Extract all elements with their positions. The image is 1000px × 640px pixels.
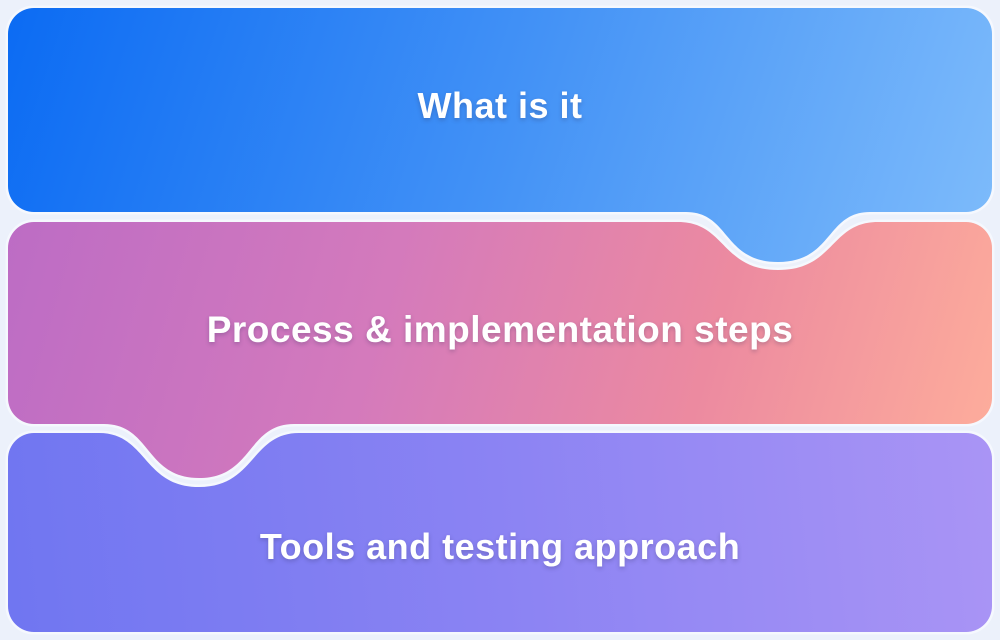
banner-label-tools-testing-approach: Tools and testing approach [259, 526, 741, 567]
banner-label-process-implementation-steps: Process & implementation steps [206, 309, 794, 350]
banner-shape-tools-testing-approach [5, 430, 995, 635]
banner-label-what-is-it: What is it [417, 85, 583, 126]
banner-shape-what-is-it [5, 5, 995, 265]
banner-shape-process-implementation-steps [5, 219, 995, 481]
